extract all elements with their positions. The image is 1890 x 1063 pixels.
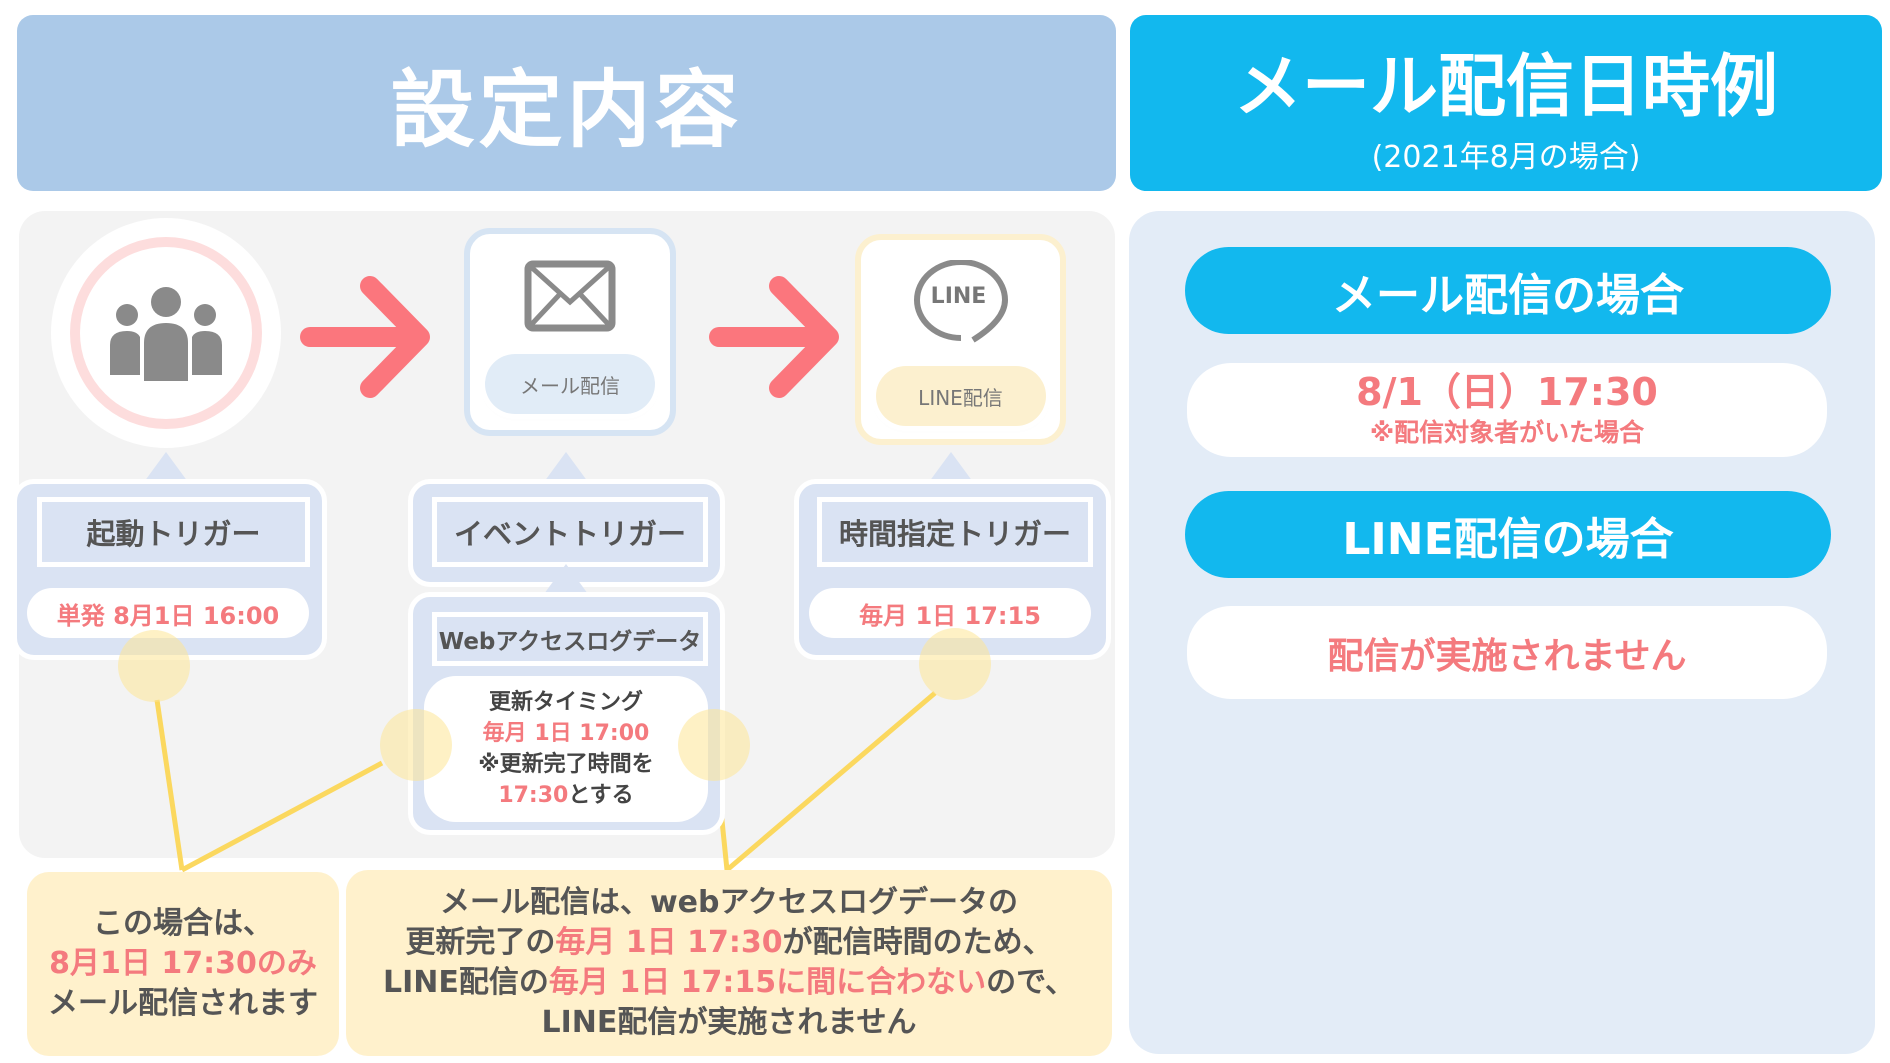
arrow-right-icon (709, 276, 839, 398)
mail-case-note: ※配信対象者がいた場合 (1369, 418, 1645, 447)
update-timing-note: ※更新完了時間を (478, 752, 654, 777)
example-title: メール配信日時例 (1233, 47, 1778, 127)
connector-dot (678, 709, 750, 781)
time-trigger-title: 時間指定トリガー (817, 497, 1093, 567)
connector-line (180, 760, 384, 873)
connector-line (154, 699, 185, 871)
envelope-icon (524, 260, 616, 332)
line-delivery-label: LINE配信 (875, 366, 1046, 426)
example-subtitle: (2021年8月の場合) (1371, 139, 1641, 175)
note-right-text: が配信時間のため、 (782, 925, 1053, 960)
event-source-title: Webアクセスログデータ (432, 612, 708, 666)
bubble-pointer (929, 452, 973, 482)
update-complete-suffix: とする (568, 783, 634, 808)
mail-case-box: 8/1（日）17:30 ※配信対象者がいた場合 (1187, 363, 1827, 457)
bubble-pointer (544, 564, 588, 594)
note-right-text: LINE配信の (383, 965, 549, 1000)
connector-line (725, 691, 937, 872)
note-right-highlight: 毎月 1日 17:30 (555, 925, 783, 960)
update-timing-box: 更新タイミング 毎月 1日 17:00 ※更新完了時間を 17:30とする (424, 676, 708, 822)
note-left-line: メール配信されます (48, 986, 318, 1021)
note-right-highlight: 毎月 1日 17:15に間に合わない (548, 965, 987, 1000)
line-logo-text: LINE (930, 284, 987, 309)
bubble-pointer (544, 452, 588, 482)
bubble-pointer (144, 452, 188, 482)
launch-trigger-value: 単発 8月1日 16:00 (27, 588, 309, 638)
event-trigger-title: イベントトリガー (432, 497, 708, 567)
note-left: この場合は、 8月1日 17:30のみ メール配信されます (27, 872, 339, 1056)
users-circle (51, 218, 281, 448)
note-left-highlight: 8月1日 17:30のみ (49, 946, 317, 981)
arrow-right-icon (300, 276, 430, 398)
mail-delivery-label: メール配信 (485, 354, 655, 414)
example-header: メール配信日時例 (2021年8月の場合) (1130, 15, 1882, 191)
note-left-line: この場合は、 (93, 906, 273, 941)
note-right: メール配信は、webアクセスログデータの 更新完了の毎月 1日 17:30が配信… (346, 870, 1112, 1056)
line-case-title: LINE配信の場合 (1185, 491, 1831, 578)
settings-header: 設定内容 (17, 15, 1116, 191)
update-timing-value: 毎月 1日 17:00 (482, 721, 650, 746)
connector-dot (380, 709, 452, 781)
mail-case-value: 8/1（日）17:30 (1356, 370, 1658, 414)
users-icon (110, 287, 222, 381)
note-right-line: LINE配信が実施されません (541, 1005, 917, 1040)
settings-title: 設定内容 (390, 60, 743, 159)
connector-dot (919, 628, 991, 700)
note-right-text: 更新完了の (405, 925, 556, 960)
line-delivery-box: LINE LINE配信 (855, 234, 1066, 445)
launch-trigger-title: 起動トリガー (37, 497, 310, 567)
note-right-text: ので、 (986, 965, 1075, 1000)
line-logo-icon: LINE (913, 260, 1009, 348)
mail-case-title: メール配信の場合 (1185, 247, 1831, 334)
connector-dot (118, 630, 190, 702)
mail-delivery-box: メール配信 (464, 228, 676, 436)
note-right-line: メール配信は、webアクセスログデータの (439, 885, 1019, 920)
line-case-value: 配信が実施されません (1187, 606, 1827, 699)
update-timing-title: 更新タイミング (488, 690, 643, 715)
update-complete-time: 17:30 (498, 783, 569, 808)
